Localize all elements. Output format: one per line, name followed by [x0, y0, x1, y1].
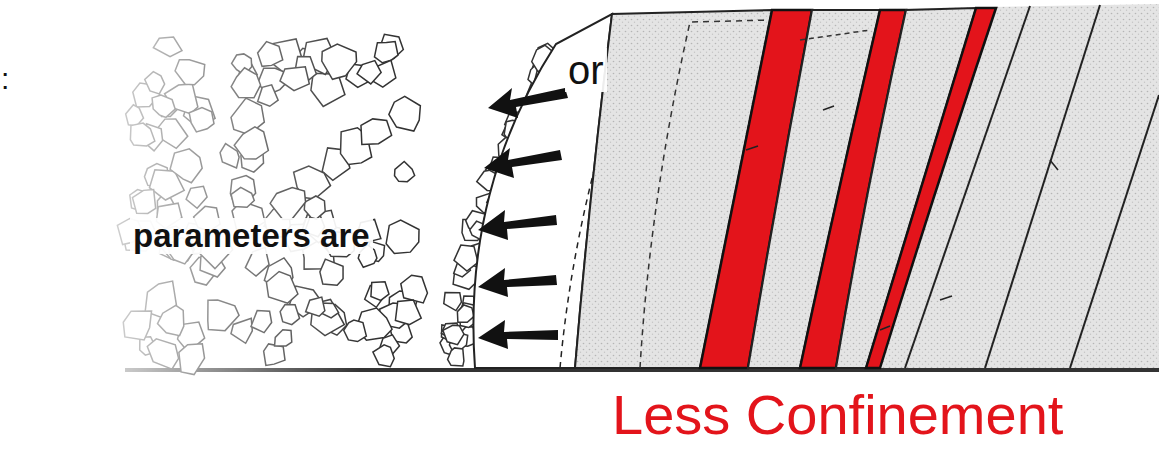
- rubble-block: [454, 245, 478, 271]
- fade-overlay: [0, 0, 360, 380]
- bold-phrase: parameters are: [130, 218, 373, 254]
- rock-slab: [836, 8, 976, 368]
- rubble-block: [395, 300, 421, 325]
- rubble-block: [361, 119, 392, 145]
- tick-marks: [746, 106, 1058, 330]
- rubble-block: [395, 162, 415, 182]
- confinement-label: Less Confinement: [612, 384, 1063, 446]
- rubble-block: [401, 275, 428, 303]
- rubble-block: [373, 345, 394, 367]
- rubble-block: [443, 325, 464, 344]
- movement-arrows: [478, 88, 568, 349]
- text-fragment: :: [1, 62, 9, 95]
- rubble-block: [374, 42, 398, 63]
- red-joint-band: [866, 8, 996, 368]
- text-fragment: or: [565, 48, 607, 92]
- rubble-block: [448, 348, 464, 366]
- joint-line: [905, 6, 1030, 368]
- rock-mass: [575, 4, 1159, 368]
- original-slab-outline: [800, 30, 870, 40]
- joint-line: [985, 5, 1100, 368]
- rubble-block: [357, 61, 381, 84]
- rubble-block: [389, 96, 421, 131]
- rubble-block: [457, 305, 474, 322]
- joint-line: [1070, 95, 1159, 368]
- rubble-block: [371, 282, 389, 301]
- rubble-block: [444, 293, 462, 311]
- rubble-block: [386, 220, 419, 253]
